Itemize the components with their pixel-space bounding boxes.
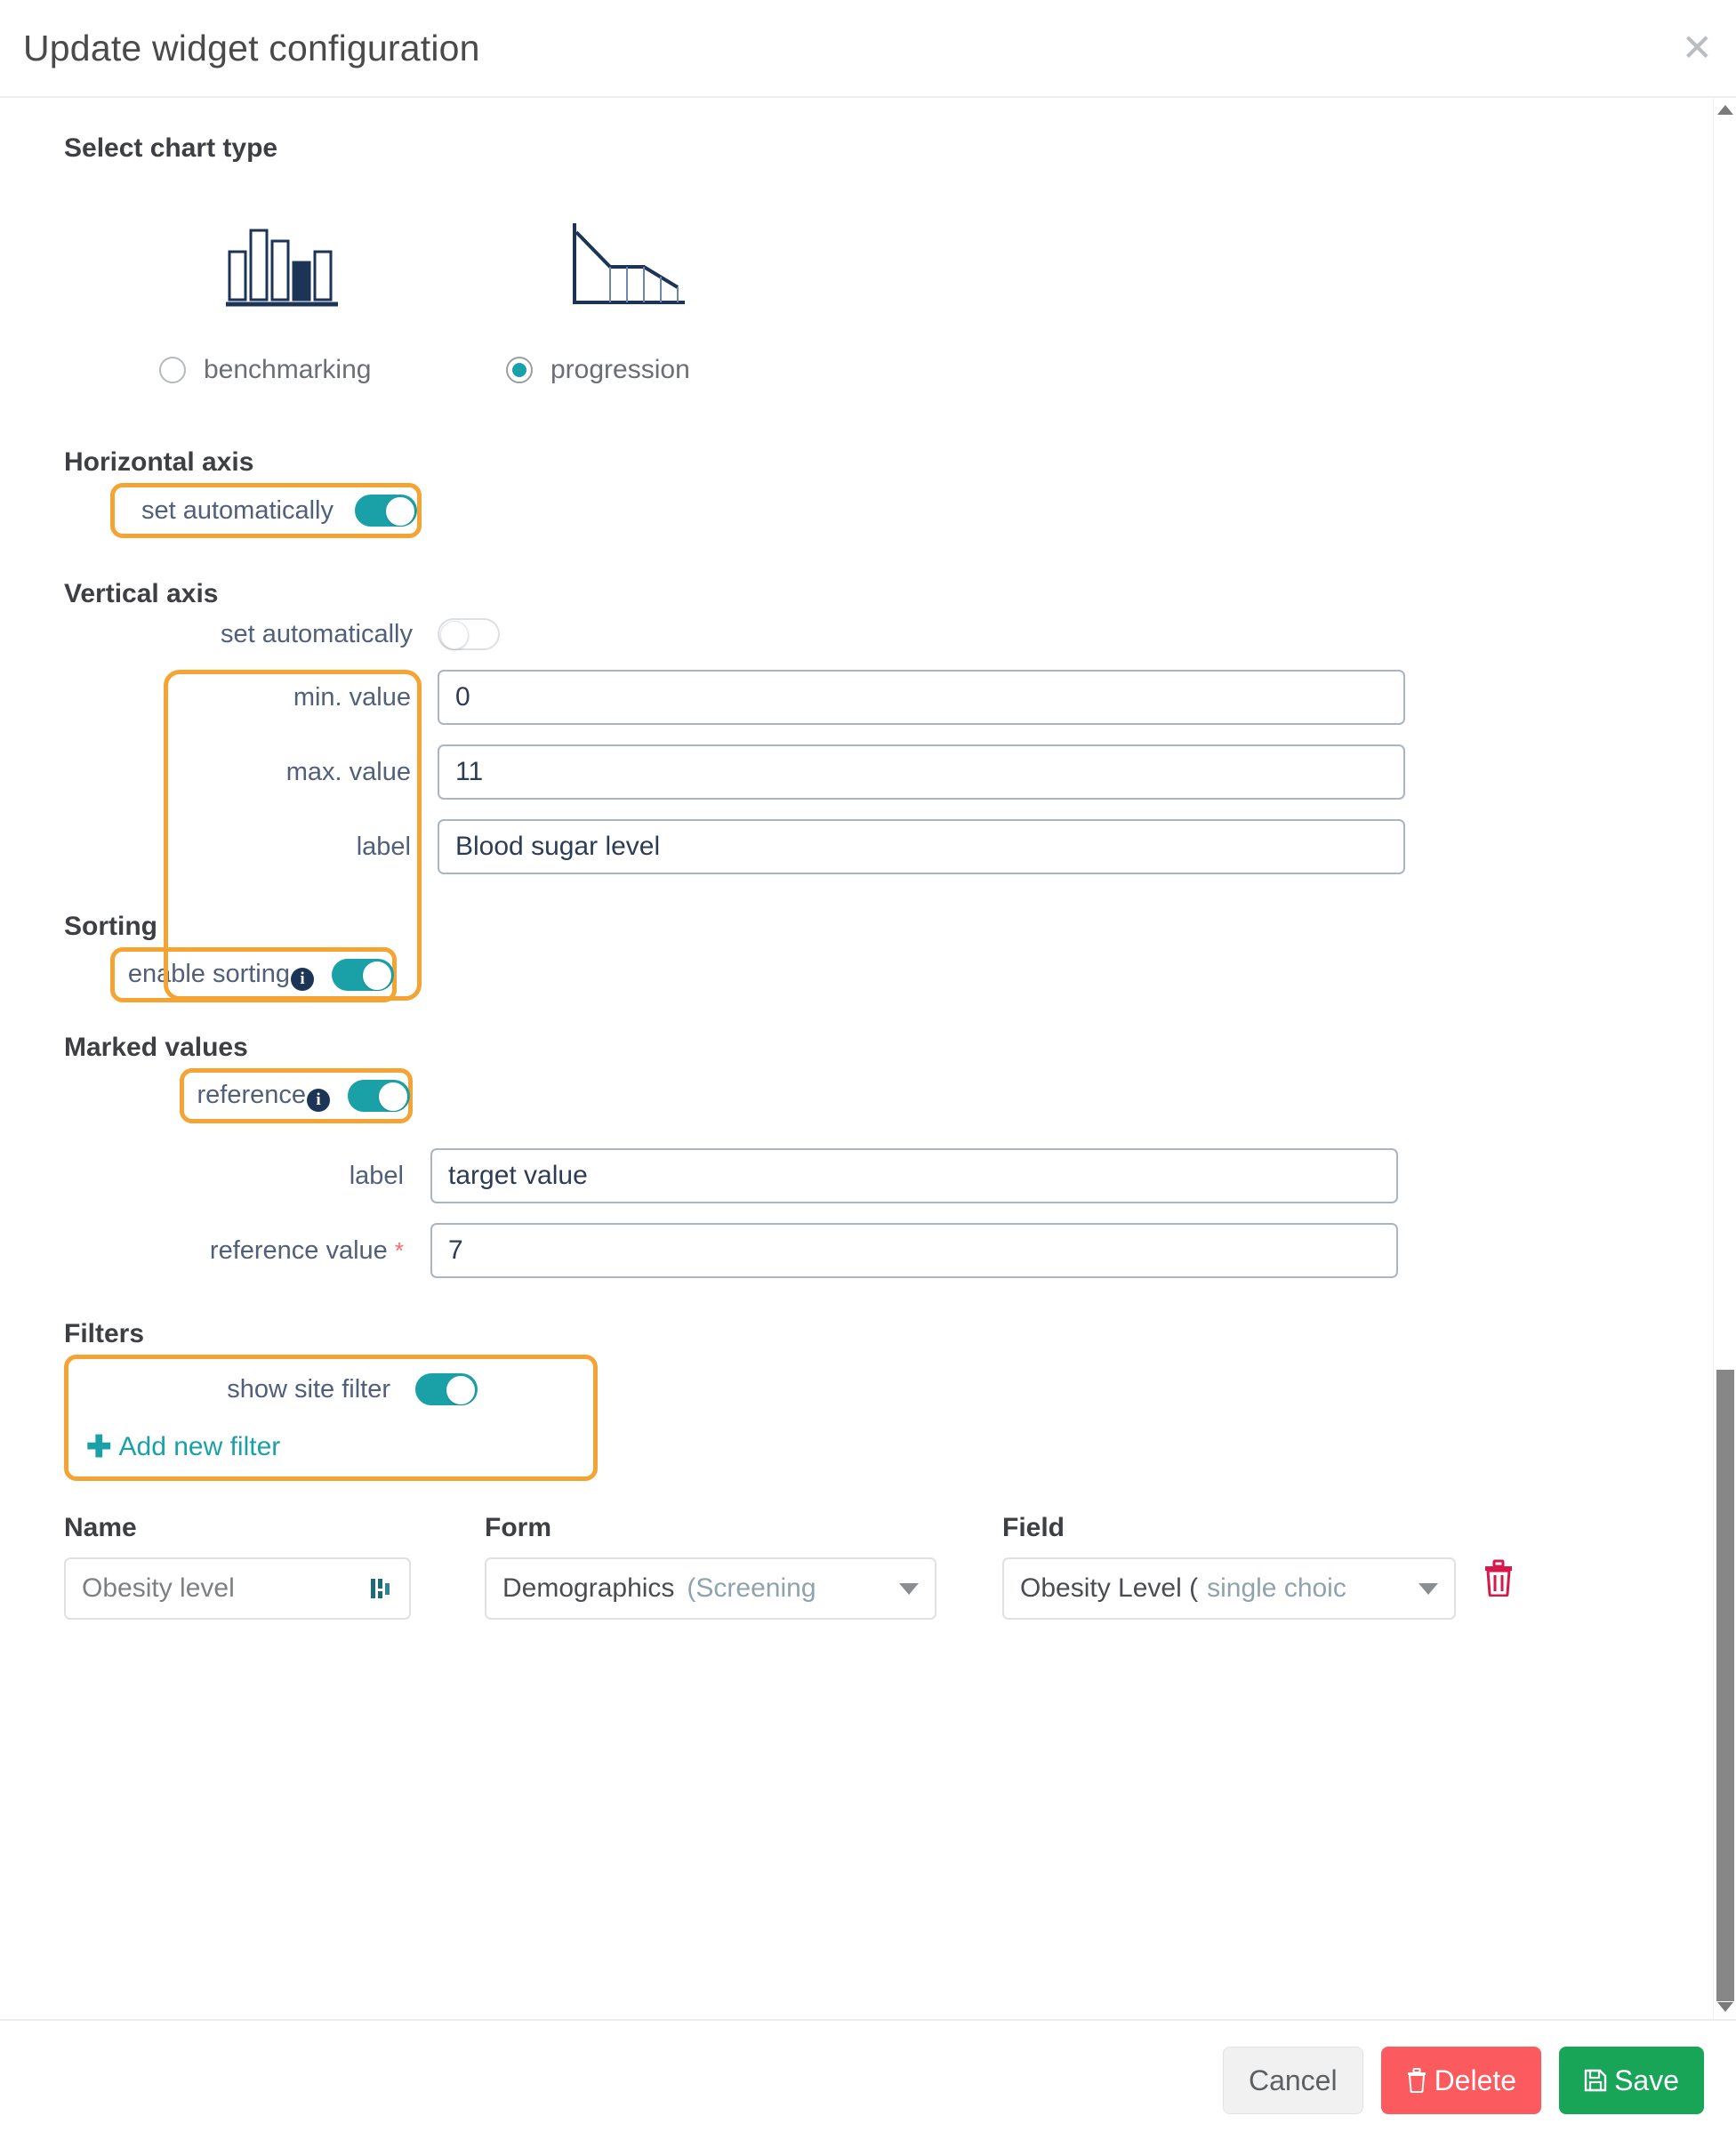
vertical-scrollbar[interactable] xyxy=(1713,98,1736,2019)
delete-button-label: Delete xyxy=(1434,2064,1517,2096)
add-new-filter-button[interactable]: ✚ Add new filter xyxy=(86,1432,575,1462)
delete-button[interactable]: Delete xyxy=(1380,2047,1542,2114)
dialog-header: Update widget configuration ✕ xyxy=(0,0,1736,98)
reference-label: reference xyxy=(197,1080,306,1109)
bar-chart-icon[interactable] xyxy=(149,197,495,309)
select-chart-type-heading: Select chart type xyxy=(64,133,278,163)
filter-form-subvalue: (Screening xyxy=(687,1573,816,1603)
floppy-disk-icon xyxy=(1584,2069,1607,2092)
filter-form-select[interactable]: Demographics (Screening xyxy=(485,1557,936,1620)
trash-icon xyxy=(1485,1559,1512,1597)
min-value-row: min. value xyxy=(64,670,1683,725)
filter-form-value: Demographics xyxy=(502,1573,675,1603)
area-chart-icon[interactable] xyxy=(495,197,842,309)
info-icon[interactable]: i xyxy=(307,1088,330,1112)
dialog-body: Select chart type xyxy=(0,98,1736,2019)
trash-icon xyxy=(1407,2068,1426,2093)
chart-type-option-benchmarking[interactable]: benchmarking xyxy=(149,197,495,385)
reference-value-input[interactable] xyxy=(430,1223,1398,1278)
horizontal-axis-auto-highlight: set automatically xyxy=(110,483,422,538)
filter-field-subvalue: single choic xyxy=(1207,1573,1346,1603)
vertical-axis-fields-highlight xyxy=(164,670,422,1001)
vertical-axis-label-input[interactable] xyxy=(438,819,1405,874)
column-header-form: Form xyxy=(485,1513,551,1542)
horizontal-axis-auto-label: set automatically xyxy=(141,495,334,525)
column-header-name: Name xyxy=(64,1513,137,1542)
add-new-filter-label: Add new filter xyxy=(118,1432,281,1461)
radio-row-benchmarking[interactable]: benchmarking xyxy=(149,355,371,385)
dialog-footer: Cancel Delete Save xyxy=(0,2019,1736,2140)
caret-up-icon[interactable] xyxy=(1717,105,1733,115)
reference-label-row: label xyxy=(64,1148,1683,1203)
vertical-axis-heading: Vertical axis xyxy=(64,579,219,608)
filter-name-input[interactable]: Obesity level xyxy=(64,1557,411,1620)
min-value-label: min. value xyxy=(293,682,411,712)
filters-section: Filters show site filter ✚ Add new filte… xyxy=(64,1319,1683,1620)
chevron-down-icon[interactable] xyxy=(899,1582,919,1595)
chart-type-label-benchmarking: benchmarking xyxy=(204,355,372,384)
radio-row-progression[interactable]: progression xyxy=(495,355,690,385)
vertical-axis-label-label: label xyxy=(356,832,411,861)
marked-values-heading: Marked values xyxy=(64,1033,248,1062)
min-value-input[interactable] xyxy=(438,670,1405,725)
column-header-field: Field xyxy=(1002,1513,1065,1542)
horizontal-axis-section: Horizontal axis set automatically xyxy=(64,447,1683,538)
filter-field-column: Field Obesity Level ( single choic xyxy=(1002,1513,1456,1620)
enable-sorting-toggle[interactable] xyxy=(332,959,394,991)
filter-field-value: Obesity Level ( xyxy=(1020,1573,1199,1603)
reference-value-row: reference value * xyxy=(64,1223,1683,1278)
vertical-axis-label-row: label xyxy=(64,819,1683,874)
vertical-axis-auto-row: set automatically xyxy=(64,618,1683,650)
reference-value-field-label: reference value * xyxy=(64,1236,430,1266)
scrollbar-thumb[interactable] xyxy=(1716,1370,1734,2001)
chart-type-options: benchmarking xyxy=(64,197,1683,385)
filter-rows-table: Name Obesity level xyxy=(64,1513,1683,1620)
show-site-filter-row: show site filter xyxy=(86,1373,575,1405)
max-value-label: max. value xyxy=(285,757,411,786)
chevron-down-icon[interactable] xyxy=(1419,1582,1438,1595)
reference-toggle[interactable] xyxy=(348,1080,410,1112)
chart-type-option-progression[interactable]: progression xyxy=(495,197,842,385)
filter-form-column: Form Demographics (Screening xyxy=(485,1513,936,1620)
vertical-axis-section: Vertical axis set automatically min. val… xyxy=(64,579,1683,1001)
radio-progression[interactable] xyxy=(506,357,533,383)
save-button[interactable]: Save xyxy=(1559,2047,1704,2114)
cancel-button-label: Cancel xyxy=(1248,2064,1338,2096)
filter-field-select[interactable]: Obesity Level ( single choic xyxy=(1002,1557,1456,1620)
max-value-row: max. value xyxy=(64,744,1683,800)
plus-icon: ✚ xyxy=(86,1430,112,1464)
filter-name-column: Name Obesity level xyxy=(64,1513,411,1620)
filter-name-value: Obesity level xyxy=(82,1573,235,1603)
show-site-filter-label: show site filter xyxy=(227,1374,390,1404)
chart-type-label-progression: progression xyxy=(551,355,690,384)
required-marker: * xyxy=(394,1236,404,1264)
caret-down-icon[interactable] xyxy=(1717,2002,1733,2012)
save-button-label: Save xyxy=(1614,2064,1679,2096)
vertical-axis-auto-label: set automatically xyxy=(221,619,413,648)
vertical-axis-auto-toggle[interactable] xyxy=(438,618,500,650)
show-site-filter-toggle[interactable] xyxy=(415,1373,478,1405)
cancel-button[interactable]: Cancel xyxy=(1222,2047,1363,2114)
reference-label-input[interactable] xyxy=(430,1148,1398,1203)
info-icon[interactable]: i xyxy=(291,967,314,991)
radio-benchmarking[interactable] xyxy=(159,357,186,383)
close-icon[interactable]: ✕ xyxy=(1681,27,1713,68)
horizontal-axis-heading: Horizontal axis xyxy=(64,447,254,477)
max-value-input[interactable] xyxy=(438,744,1405,800)
bar-chart-small-icon[interactable] xyxy=(370,1575,393,1602)
filters-heading: Filters xyxy=(64,1319,145,1348)
delete-filter-row-button[interactable] xyxy=(1483,1559,1515,1601)
page-title: Update widget configuration xyxy=(23,27,480,68)
enable-sorting-label: enable sorting xyxy=(127,959,290,988)
reference-value-text: reference value xyxy=(209,1235,388,1265)
filters-highlight-box: show site filter ✚ Add new filter xyxy=(64,1355,598,1481)
sorting-heading: Sorting xyxy=(64,912,157,941)
horizontal-axis-auto-toggle[interactable] xyxy=(355,495,417,527)
reference-label-field-label: label xyxy=(349,1161,404,1190)
